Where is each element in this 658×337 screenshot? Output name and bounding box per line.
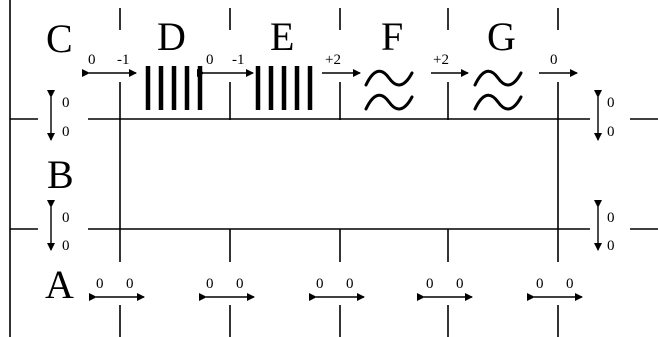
side-value: 0: [607, 210, 615, 226]
column-label-g: G: [487, 14, 516, 59]
arrow-value-left: 0: [88, 52, 96, 68]
arrow-value: +2: [433, 52, 449, 68]
arrow-value-left: 0: [206, 52, 214, 68]
bottom-value: 0: [536, 276, 544, 292]
side-value: 0: [607, 124, 615, 140]
arrow-value: 0: [550, 52, 558, 68]
double-wave-icon: [364, 69, 414, 111]
bottom-value: 0: [96, 276, 104, 292]
column-label-d: D: [157, 14, 186, 59]
row-label-c: C: [46, 16, 73, 61]
side-value: 0: [62, 95, 70, 111]
side-value: 0: [607, 238, 615, 254]
arrow-value-right: -1: [232, 52, 245, 68]
bottom-value: 0: [316, 276, 324, 292]
bottom-value: 0: [126, 276, 134, 292]
bottom-value: 0: [426, 276, 434, 292]
side-value: 0: [62, 210, 70, 226]
arrow-value: +2: [325, 52, 341, 68]
side-value: 0: [62, 124, 70, 140]
column-label-e: E: [270, 14, 294, 59]
row-label-a: A: [45, 262, 74, 307]
row-label-b: B: [47, 152, 74, 197]
side-value: 0: [62, 238, 70, 254]
bottom-value: 0: [206, 276, 214, 292]
column-label-f: F: [381, 14, 403, 59]
arrow-value-right: -1: [117, 52, 130, 68]
side-value: 0: [607, 95, 615, 111]
double-wave-icon: [473, 69, 523, 111]
vertical-bars-icon: [145, 66, 203, 110]
bottom-value: 0: [566, 276, 574, 292]
vertical-bars-icon: [255, 66, 313, 110]
bottom-value: 0: [236, 276, 244, 292]
bottom-value: 0: [346, 276, 354, 292]
bottom-value: 0: [456, 276, 464, 292]
